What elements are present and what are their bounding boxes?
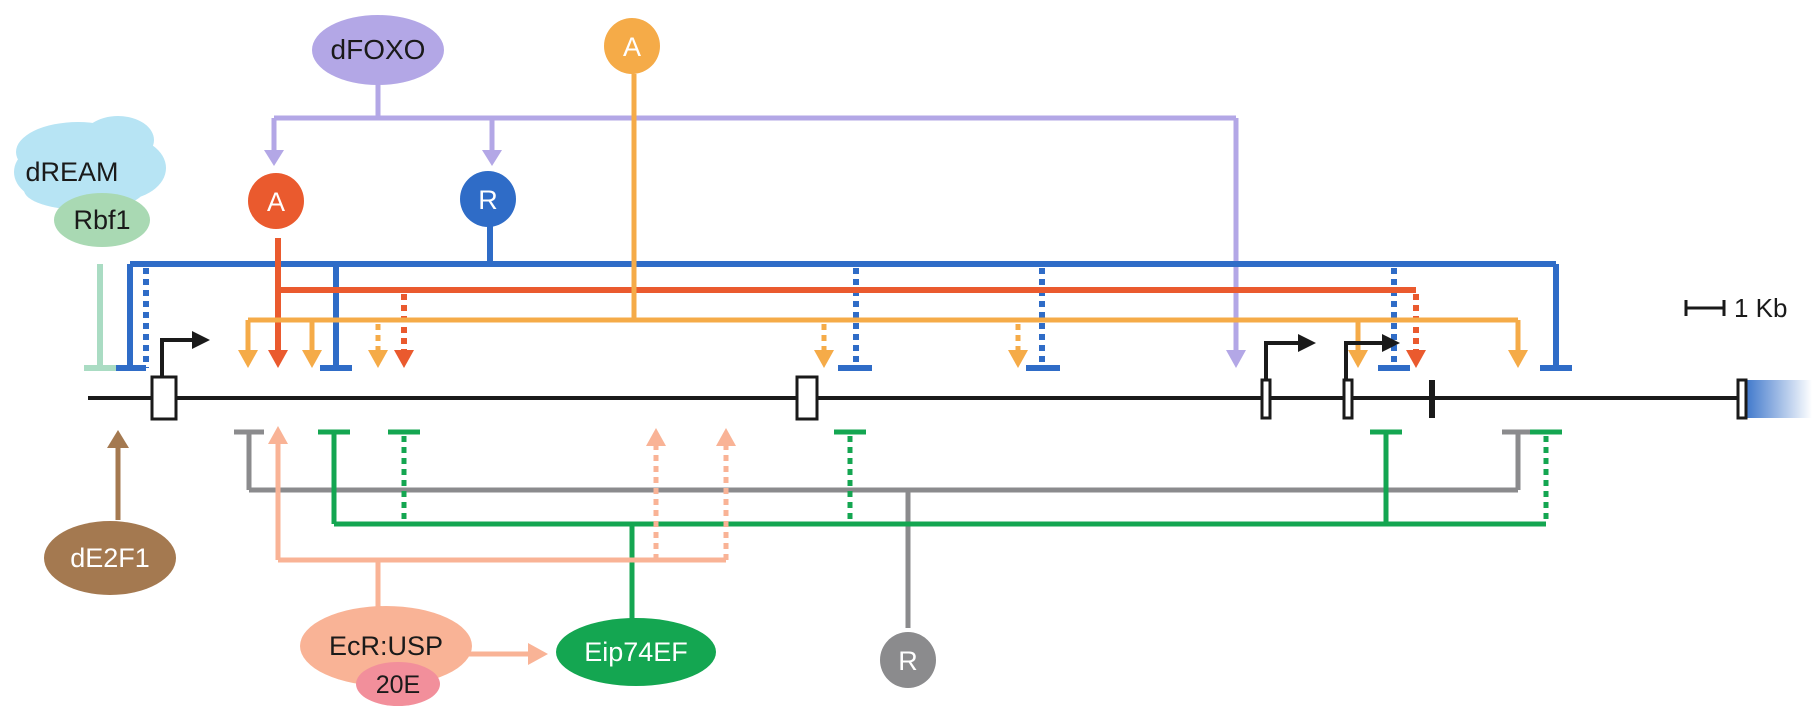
gene-locus bbox=[88, 331, 1812, 421]
orange-activator-node: A bbox=[604, 18, 660, 74]
last-exon bbox=[1736, 378, 1748, 420]
dream-label: dREAM bbox=[25, 157, 118, 187]
dfoxo-label: dFOXO bbox=[331, 34, 426, 65]
orange-activator-connections bbox=[245, 74, 1521, 352]
de2f1-node: dE2F1 bbox=[44, 521, 176, 595]
tss-arrow-2 bbox=[1264, 334, 1316, 380]
rbf1-node bbox=[54, 193, 150, 247]
exon-4 bbox=[1342, 378, 1354, 420]
e20-node bbox=[356, 662, 440, 706]
grey-repressor-label: R bbox=[898, 646, 918, 676]
red-activator-arrowheads bbox=[268, 350, 1426, 368]
de2f1-label: dE2F1 bbox=[70, 543, 150, 573]
dfoxo-arrowheads bbox=[264, 150, 1246, 368]
red-activator-label: A bbox=[267, 187, 285, 217]
dfoxo-connections bbox=[271, 80, 1239, 350]
exon-5 bbox=[1429, 380, 1435, 418]
grey-repressor-node: R bbox=[880, 632, 936, 688]
exon-3 bbox=[1260, 378, 1272, 420]
exon-1 bbox=[150, 375, 178, 421]
eip74ef-label: Eip74EF bbox=[584, 637, 688, 667]
tss-arrow-3 bbox=[1344, 334, 1400, 380]
scale-bar: 1 Kb bbox=[1684, 293, 1788, 323]
green-eip74ef-connections bbox=[318, 429, 1562, 620]
tss-arrow-1 bbox=[160, 331, 210, 377]
de2f1-connection bbox=[107, 430, 129, 520]
exon-2 bbox=[795, 375, 819, 421]
dream-complex: dREAM Rbf1 bbox=[14, 116, 166, 247]
orange-activator-label: A bbox=[623, 32, 641, 62]
eip74ef-node: Eip74EF bbox=[556, 618, 716, 686]
ecr-usp-node bbox=[300, 606, 472, 686]
orange-activator-arrowheads bbox=[238, 350, 1528, 368]
red-activator-connections bbox=[275, 238, 1419, 352]
ecr-usp-arrowheads bbox=[268, 426, 736, 665]
ecr-usp-label: EcR:USP bbox=[329, 631, 443, 661]
blue-repressor-node: R bbox=[460, 171, 516, 227]
e20-label: 20E bbox=[376, 671, 420, 699]
red-activator-node: A bbox=[248, 173, 304, 229]
blue-repressor-connections bbox=[114, 226, 1572, 371]
blue-repressor-label: R bbox=[478, 185, 498, 215]
three-prime-utr bbox=[1740, 380, 1812, 418]
dfoxo-node: dFOXO bbox=[312, 15, 444, 85]
rbf1-label: Rbf1 bbox=[73, 205, 130, 235]
scale-bar-label: 1 Kb bbox=[1734, 293, 1788, 323]
grey-repressor-connections bbox=[234, 429, 1532, 628]
ecr-usp-complex: EcR:USP 20E bbox=[300, 606, 472, 706]
rbf1-repression-line bbox=[84, 264, 116, 371]
